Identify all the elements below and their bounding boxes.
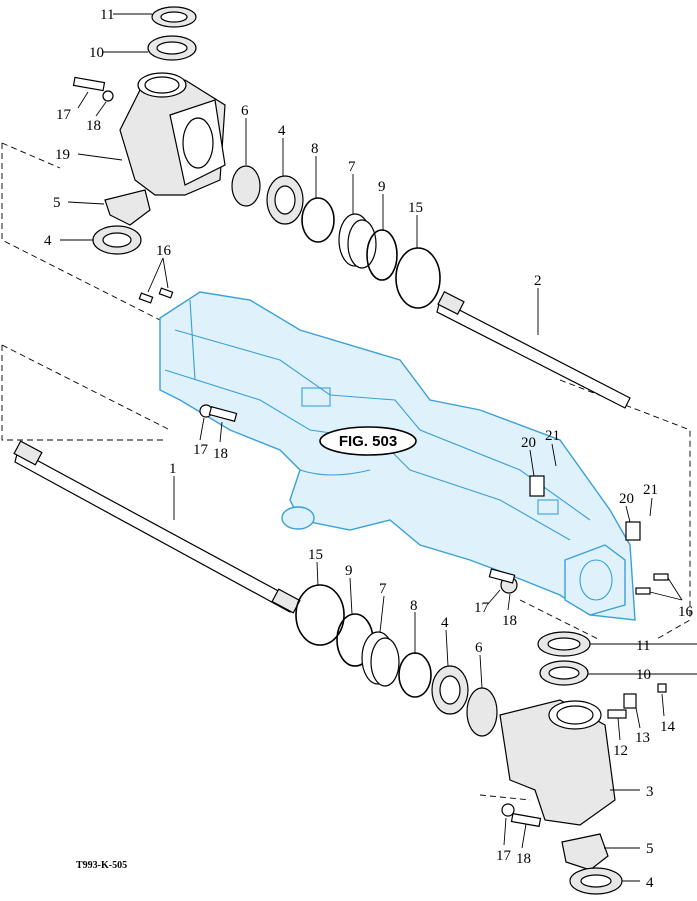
final-drive-case-upper [119,72,226,196]
callout-18-upper: 18 [86,118,101,134]
axle-shaft-1 [13,440,301,614]
dowels-upper [138,287,174,304]
callout-19: 19 [55,147,70,163]
callout-17-bottom: 17 [496,848,512,864]
callout-labels: 11 10 17 18 19 5 4 6 4 8 7 9 15 16 2 17 … [44,7,694,891]
callout-15-upper: 15 [408,200,423,216]
callout-4-lower: 4 [441,615,449,631]
callout-7-lower: 7 [379,581,387,597]
callout-7-upper: 7 [348,159,356,175]
fig-callout[interactable]: FIG. 503 [319,426,417,456]
callout-10-lower: 10 [636,667,651,683]
callout-8-upper: 8 [311,141,319,157]
callout-17-mid: 17 [193,442,209,458]
callout-18-lower: 18 [502,613,517,629]
callout-21-mid: 21 [545,428,560,444]
callout-14: 14 [660,719,676,735]
drawing-reference-code: T993-K-505 [76,860,127,871]
axle-shaft-2 [436,290,631,409]
callout-4-upper-b: 4 [278,123,286,139]
callout-3: 3 [646,784,654,800]
dowels-right [635,573,669,595]
callout-18-bottom: 18 [516,851,531,867]
callout-9-upper: 9 [378,179,386,195]
callout-4-upper: 4 [44,233,52,249]
callout-1: 1 [169,461,177,477]
callout-6-upper: 6 [241,103,249,119]
callout-4-bottom: 4 [646,875,654,891]
leader-lines [60,13,697,882]
upper-seals [147,6,197,61]
callout-9-lower: 9 [345,563,353,579]
axle-housing [159,291,636,621]
callout-20-mid: 20 [521,435,536,451]
bolt-washer-upper [72,76,114,102]
callout-2: 2 [534,273,542,289]
fig-callout-text: FIG. 503 [339,433,397,450]
callout-8-lower: 8 [410,598,418,614]
callout-16-right: 16 [678,604,694,620]
callout-21-right: 21 [643,482,658,498]
brackets [529,475,641,541]
callout-10-upper: 10 [89,45,104,61]
bolt-washer-mid [199,404,238,422]
assembly-lines [1,142,691,801]
callout-16-upper: 16 [156,243,172,259]
callout-18-mid: 18 [213,446,228,462]
callout-17-lower: 17 [474,600,490,616]
callout-5-upper: 5 [53,195,61,211]
bevel-gear-upper [92,189,151,255]
callout-11-upper: 11 [100,7,114,23]
callout-15-lower: 15 [308,547,323,563]
final-drive-case-lower [499,631,667,826]
callout-20-right: 20 [619,491,634,507]
callout-5-lower: 5 [646,841,654,857]
upper-drive-parts [231,165,441,309]
callout-6-lower: 6 [475,640,483,656]
callout-13: 13 [635,730,650,746]
lower-drive-parts [295,568,518,737]
callout-12: 12 [613,743,628,759]
callout-11-lower: 11 [636,638,650,654]
callout-17-upper: 17 [56,107,72,123]
